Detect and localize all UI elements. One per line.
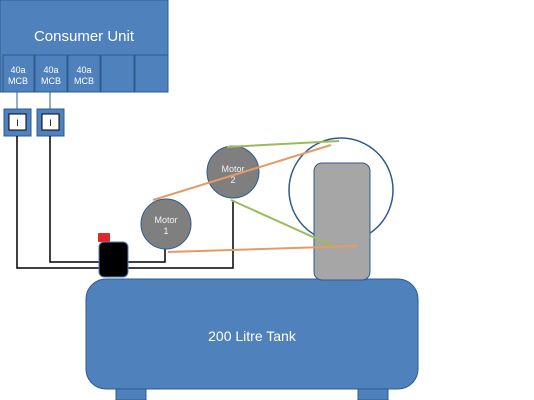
motor-2-label-line2: 2: [230, 175, 235, 185]
breaker-3-rating: 40a: [76, 65, 91, 75]
wire-switch-2-to-controller: [49, 136, 100, 263]
motor-1: Motor 1: [140, 198, 192, 250]
pump-cylinder: [313, 162, 371, 281]
breaker-2-type: MCB: [41, 76, 61, 86]
motor-1-label-line2: 1: [163, 226, 168, 236]
compressor-pump: [288, 137, 394, 281]
switch-2-face: [41, 113, 60, 131]
belt-motor-2-lower: [230, 199, 334, 247]
air-tank: 200 Litre Tank: [85, 278, 419, 400]
belt-motor-1-upper: [152, 144, 332, 201]
switch-1-face: [8, 113, 27, 131]
breaker-slot-5-empty: [134, 54, 169, 93]
tank-body: [85, 278, 419, 390]
switch-1-symbol: I: [16, 118, 19, 128]
breaker-slot-1: [2, 54, 35, 93]
breaker-slot-4-empty: [100, 54, 135, 93]
pressure-switch: [98, 233, 129, 278]
wire-controller-to-motor-2: [128, 200, 234, 269]
indicator-light: [98, 233, 110, 242]
wire-controller-to-motor-1: [128, 248, 166, 263]
breaker-2-rating: 40a: [43, 65, 58, 75]
isolator-switch-1: I: [3, 108, 32, 137]
motor-1-body: [140, 198, 192, 250]
breaker-slot-2: [34, 54, 68, 93]
motor-2-label-line1: Motor: [221, 164, 244, 174]
isolator-switch-2: I: [36, 108, 65, 137]
switch-2-symbol: I: [49, 118, 52, 128]
consumer-unit-title: Consumer Unit: [34, 28, 135, 45]
belt-motor-1-lower: [167, 245, 359, 253]
consumer-unit: Consumer Unit 40a MCB 40a MCB 40a MCB: [0, 0, 169, 93]
breaker-1-rating: 40a: [10, 65, 25, 75]
wire-switch-1-to-controller: [16, 136, 100, 269]
belt-motor-2-upper: [226, 140, 340, 148]
pressure-switch-body: [98, 241, 129, 278]
breaker-1-type: MCB: [8, 76, 28, 86]
tank-label: 200 Litre Tank: [208, 328, 297, 344]
breaker-3-type: MCB: [74, 76, 94, 86]
breaker-slot-3: [67, 54, 101, 93]
motor-1-label-line1: Motor: [154, 215, 177, 225]
motor-2: Motor 2: [206, 145, 260, 199]
